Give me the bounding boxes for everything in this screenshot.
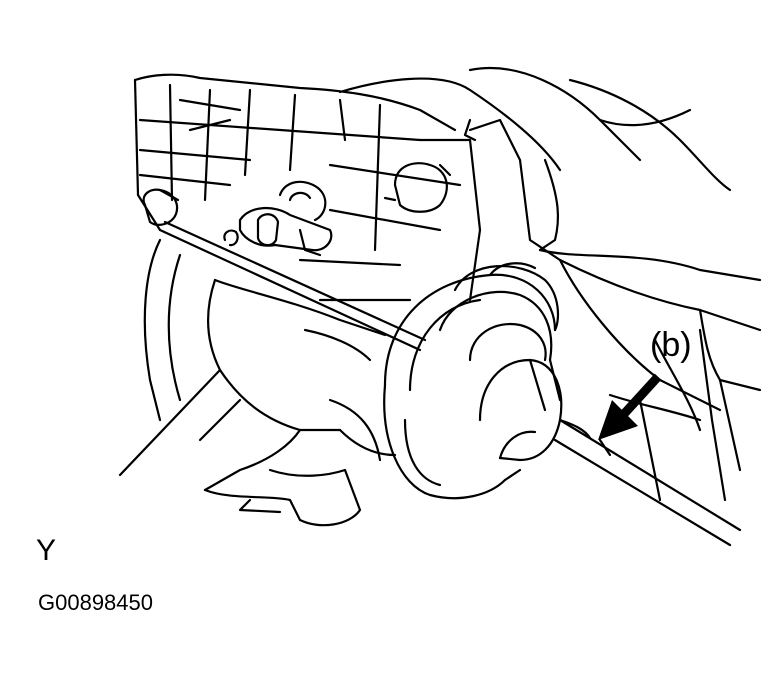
- cable-rod: [553, 328, 742, 547]
- engine-housing: [133, 66, 762, 392]
- figure-code: G00898450: [38, 590, 153, 615]
- center-bracket: [223, 180, 333, 257]
- view-label: Y: [36, 534, 57, 567]
- mounting-clip-left: [142, 188, 180, 226]
- motor-body: [118, 238, 397, 527]
- mounting-clip-right: [383, 162, 448, 213]
- arrow-down-left-icon: [598, 373, 662, 440]
- callout-label-b: (b): [650, 326, 692, 364]
- grille-plate: [133, 78, 482, 352]
- rubber-boot: [383, 262, 563, 500]
